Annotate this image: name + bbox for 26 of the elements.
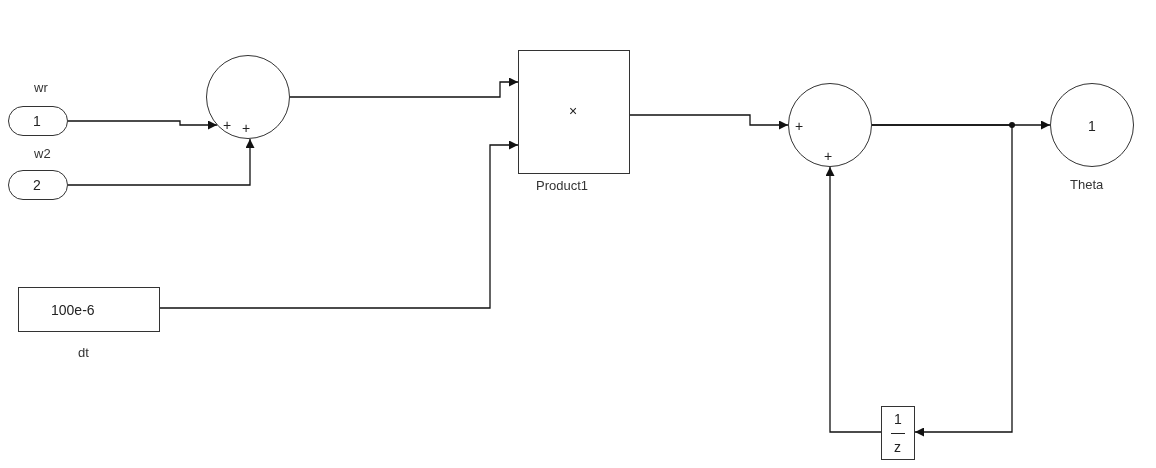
signal-arrow [871,124,1013,437]
signal-arrow [629,114,789,130]
constant-block [18,287,160,332]
signal-arrow [67,138,255,186]
port-number: 2 [33,177,41,193]
multiply-sign: × [569,103,578,119]
signal-arrow [825,166,882,433]
block-name: Product1 [536,178,589,193]
block-name: wr [34,80,48,95]
sign-text: + [223,117,232,133]
block-name: Theta [1070,177,1104,192]
signal-arrow [289,77,519,98]
block-name: w2 [34,146,51,161]
constant-value: 100e-6 [51,302,95,318]
unit-delay-block [881,406,915,460]
port-number: 1 [33,113,41,129]
denominator: z [894,439,901,455]
numerator: 1 [894,411,902,427]
product-block [518,50,630,174]
sign-text: + [824,148,833,164]
port-number: 1 [1088,118,1096,134]
signal-arrow [67,120,218,130]
signal-arrow [159,140,519,309]
sign-text: + [242,120,251,136]
sign-text: + [795,118,804,134]
block-name: dt [78,345,89,360]
